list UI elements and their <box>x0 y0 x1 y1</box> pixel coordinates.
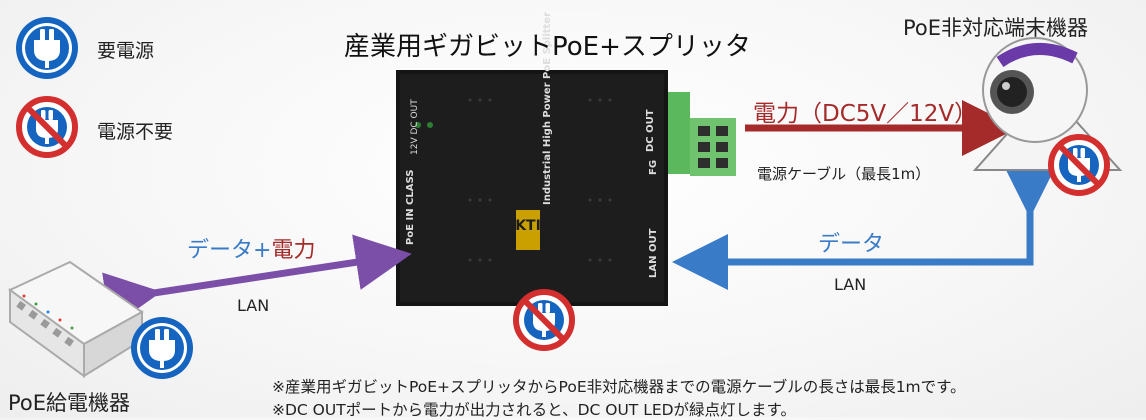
poe-switch-device <box>8 260 144 378</box>
splitter-class-marking: CLASS <box>405 169 416 205</box>
note-cable-length: ※産業用ギガビットPoE+スプリッタからPoE非対応機器までの電源ケーブルの長さ… <box>272 378 966 396</box>
page-title: 産業用ギガビットPoE+スプリッタ <box>344 32 751 62</box>
data-power-prefix: データ+ <box>187 238 272 263</box>
non-poe-device-label: PoE非対応端末機器 <box>903 16 1089 40</box>
lan-right-label: LAN <box>834 275 867 294</box>
splitter-lan-out-marking: LAN OUT <box>648 228 659 278</box>
data-arrow <box>672 162 1058 290</box>
poe-data-power-arrow <box>102 234 412 328</box>
switch-power-required-icon <box>131 317 193 379</box>
splitter-led-marking: 12V DC OUT <box>410 99 420 155</box>
poe-splitter-device: KTI <box>396 70 668 306</box>
power-cable-label: 電源ケーブル（最長1m） <box>757 165 931 183</box>
data-power-flow-label: データ+電力 <box>187 232 315 264</box>
splitter-fg-marking: FG <box>648 159 659 175</box>
power-required-icon <box>16 17 78 79</box>
dc-out-terminal-block <box>668 92 736 176</box>
note-dc-out-led: ※DC OUTポートから電力が出力されると、DC OUT LEDが緑点灯します。 <box>272 401 797 419</box>
legend-power-required-label: 要電源 <box>97 40 155 62</box>
splitter-poe-in-marking: PoE IN <box>405 208 416 245</box>
poe-source-device-label: PoE給電機器 <box>8 391 131 415</box>
lan-left-label: LAN <box>237 296 270 315</box>
camera-no-power-icon <box>1048 134 1110 196</box>
splitter-dc-out-marking: DC OUT <box>645 109 656 152</box>
splitter-brand-mark: KTI <box>515 218 541 234</box>
splitter-no-power-icon <box>513 289 575 351</box>
power-flow-label: 電力（DC5V／12V） <box>753 101 978 127</box>
data-flow-label: データ <box>818 232 885 257</box>
data-power-suffix: 電力 <box>271 238 316 263</box>
legend-no-power-label: 電源不要 <box>97 121 174 143</box>
no-power-icon <box>16 96 78 158</box>
